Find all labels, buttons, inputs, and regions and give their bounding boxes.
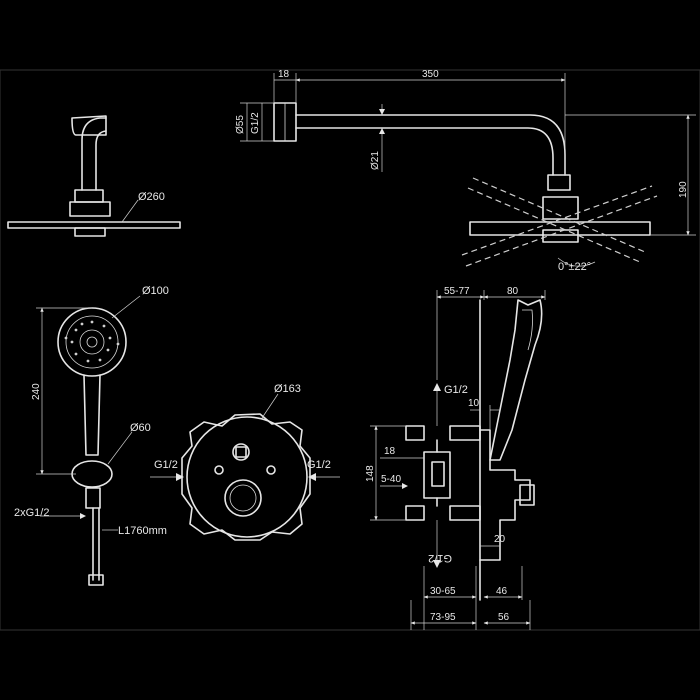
drawing-frame bbox=[0, 69, 700, 631]
wall-flange-small bbox=[71, 115, 107, 136]
arm-nut bbox=[547, 174, 571, 191]
shower-arm-side-view: 0°±22° 18 350 Ø55 G1/2 Ø21 190 bbox=[235, 69, 696, 273]
small-knob-left bbox=[214, 465, 224, 475]
arm-bottom-edge bbox=[295, 127, 554, 176]
hand-shower-side bbox=[489, 299, 543, 461]
valve-body bbox=[423, 451, 451, 499]
angle-arc bbox=[557, 257, 596, 267]
hand-shower: Ø100 240 Ø60 2xG1/2 L1760mm bbox=[14, 285, 169, 586]
nozzle-dots bbox=[64, 320, 120, 363]
head-diameter-leader bbox=[121, 199, 139, 223]
dim-148-label: 148 bbox=[365, 465, 376, 482]
height-label: 190 bbox=[678, 181, 689, 198]
tilt-dashed-outline-down bbox=[461, 185, 658, 267]
dim-56-label: 56 bbox=[498, 612, 510, 623]
holder-dia-label: Ø60 bbox=[130, 422, 151, 434]
rain-head-bottom bbox=[74, 227, 106, 237]
diverter-knob bbox=[232, 443, 250, 461]
thread-label: 2xG1/2 bbox=[14, 507, 49, 519]
dim-46-label: 46 bbox=[496, 586, 508, 597]
shower-head-front-view: Ø260 bbox=[7, 115, 181, 237]
rain-head-side bbox=[469, 221, 651, 236]
hand-height-label: 240 bbox=[31, 383, 42, 400]
dim-18-label: 18 bbox=[278, 69, 290, 80]
dim-20-label: 20 bbox=[494, 534, 506, 545]
dim-73-95-label: 73-95 bbox=[430, 612, 456, 623]
rain-head-plate bbox=[7, 221, 181, 229]
wall-dia-label: Ø55 bbox=[235, 115, 246, 134]
dim-18-side-label: 18 bbox=[384, 446, 396, 457]
wall-holder bbox=[71, 460, 113, 488]
rain-head-nozzle bbox=[542, 229, 579, 243]
small-knob-right bbox=[266, 465, 276, 475]
hand-shower-handle bbox=[83, 374, 101, 456]
handle-depth-label: 80 bbox=[507, 286, 519, 297]
wall-thread-label: G1/2 bbox=[250, 112, 261, 134]
dim-30-65-label: 30-65 bbox=[430, 586, 456, 597]
side-top-thread-label: G1/2 bbox=[444, 384, 468, 396]
dim-350-label: 350 bbox=[422, 69, 439, 80]
hand-head-dia-label: Ø100 bbox=[142, 285, 169, 297]
head-ball-joint bbox=[69, 201, 111, 217]
mixer-body bbox=[479, 429, 531, 561]
shower-arm-curve bbox=[81, 117, 107, 191]
side-bottom-thread-label: G1/2 bbox=[428, 552, 452, 564]
hose-length-label: L1760mm bbox=[118, 525, 167, 537]
shower-arm-curve-inner bbox=[95, 130, 107, 191]
head-diameter-label: Ø260 bbox=[138, 191, 165, 203]
valve-front-view: G1/2 G1/2 Ø163 bbox=[150, 383, 340, 541]
tilt-dashed-outline-up bbox=[467, 177, 646, 263]
dim-10-label: 10 bbox=[468, 398, 480, 409]
valve-front-left-label: G1/2 bbox=[154, 459, 178, 471]
mounting-box-outline bbox=[181, 413, 311, 541]
valve-side-view: G1/2 G1/2 55-77 80 10 148 18 5-40 20 bbox=[365, 286, 546, 630]
depth-range-label: 55-77 bbox=[444, 286, 470, 297]
arm-top-edge bbox=[295, 114, 566, 176]
dim-5-40-label: 5-40 bbox=[381, 474, 401, 485]
arm-connector bbox=[74, 189, 104, 203]
valve-front-right-label: G1/2 bbox=[307, 459, 331, 471]
cover-plate bbox=[186, 416, 308, 538]
plate-dia-label: Ø163 bbox=[274, 383, 301, 395]
arm-dia-label: Ø21 bbox=[370, 151, 381, 170]
hand-shower-head bbox=[57, 307, 127, 377]
angle-label: 0°±22° bbox=[558, 261, 591, 273]
wall-outlet bbox=[85, 487, 101, 509]
main-control-knob bbox=[224, 479, 262, 517]
